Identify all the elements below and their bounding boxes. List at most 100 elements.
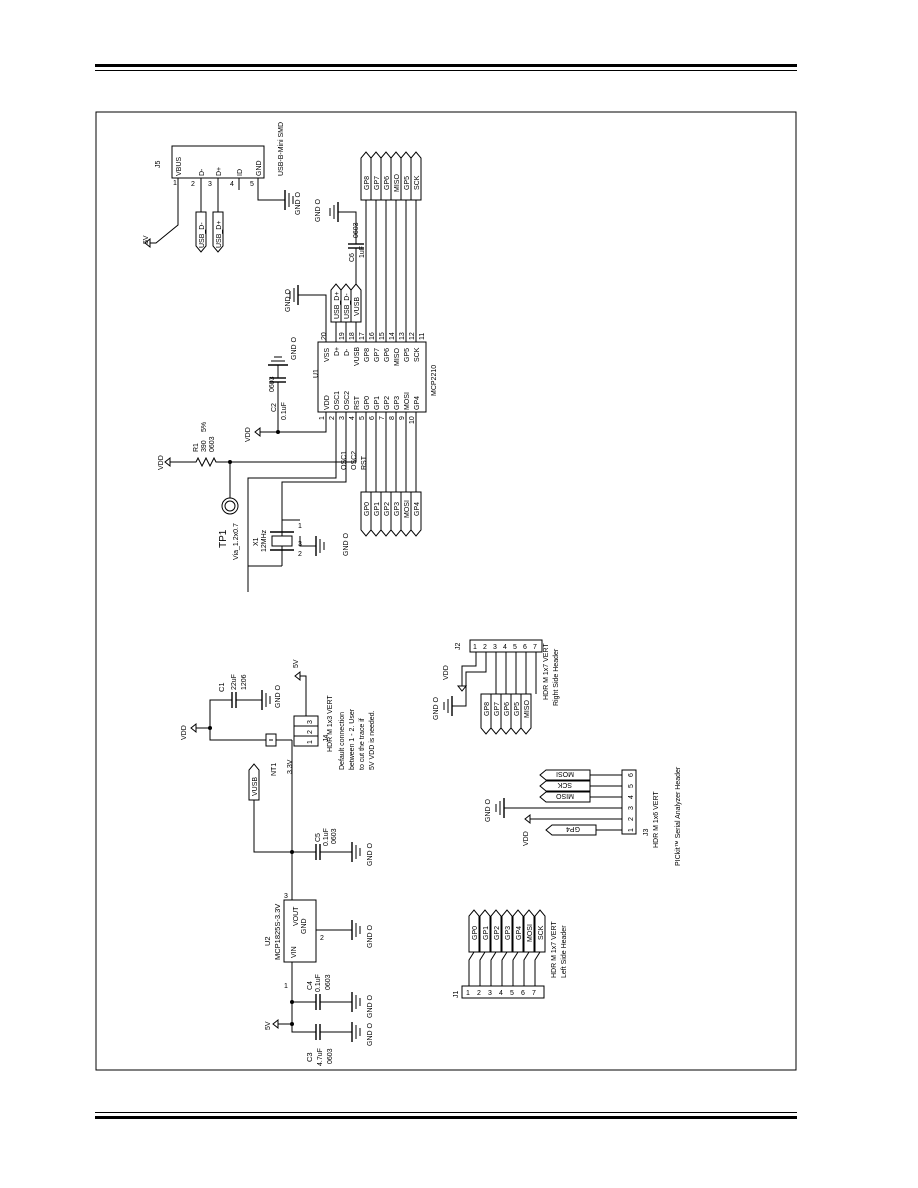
c2-capacitor: C2 0.1uF 0603 GND O	[268, 337, 298, 432]
nt1-ref: NT1	[271, 763, 278, 776]
c2-gnd: GND O	[291, 337, 298, 361]
u1-pin20-num: 20	[321, 332, 328, 340]
u1-pin-rst: RST	[354, 395, 361, 410]
c3-capacitor: C3 4.7uF 0603 GND O	[291, 1022, 374, 1066]
u1-pin-gp0: GP0	[364, 396, 371, 410]
u1-pin7-num: 7	[379, 416, 386, 420]
j5-pin4-num: 4	[230, 181, 234, 188]
j3-net-sck: SCK	[557, 781, 572, 788]
j4-ref: J4	[323, 735, 330, 743]
u1-pin-dm: D-	[344, 348, 351, 356]
u1-pin8-num: 8	[389, 416, 396, 420]
j2-right-header: J2 1 2 3 4 5 6 7 VDD GND O GP8 GP7 GP6 G…	[433, 639, 560, 735]
c3-value: 4.7uF	[317, 1048, 324, 1066]
j1-type: HDR M 1x7 VERT	[551, 921, 558, 978]
bus-r-gp6: GP6	[384, 176, 391, 190]
bus-l-mosi: MOSI	[404, 500, 411, 518]
bottom-rule-thin	[95, 1112, 797, 1113]
j1-net-gp3: GP3	[505, 926, 512, 940]
j2-net-gp5: GP5	[514, 702, 521, 716]
j2-pin2: 2	[483, 644, 487, 651]
u1-pin-gp8: GP8	[364, 348, 371, 362]
u1-pin15-num: 15	[379, 332, 386, 340]
u1-pin19-num: 19	[339, 332, 346, 340]
j4-note-2: between 1 - 2. User	[349, 708, 356, 770]
j2-net-gp8: GP8	[484, 702, 491, 716]
j5-pin2-num: 2	[191, 181, 195, 188]
bus-r-miso: MISO	[394, 174, 401, 192]
u2-part: MCP1825S-3.3V	[273, 904, 282, 960]
u1-flag-usb-dp: USB_D+	[334, 292, 341, 319]
u1-pin-gp5: GP5	[404, 348, 411, 362]
bus-r-gp8: GP8	[364, 176, 371, 190]
nt1-net-tie: NT1 3.3V	[196, 727, 294, 776]
j3-pin6: 6	[628, 773, 635, 777]
j5-pin3-name: D+	[216, 167, 223, 176]
j2-vdd: VDD	[443, 665, 450, 680]
j1-net-gp1: GP1	[483, 926, 490, 940]
x1-pin2: 2	[298, 551, 302, 558]
j2-net-gp6: GP6	[504, 702, 511, 716]
bus-left-nets: GP0 GP1 GP2 GP3 MOSI GP4	[360, 426, 422, 537]
j1-net-gp2: GP2	[494, 926, 501, 940]
j5-pin5-num: 5	[250, 181, 254, 188]
u1-pin6-num: 6	[369, 416, 376, 420]
u2-pin-vin: VIN	[291, 946, 298, 958]
j2-net-gp7: GP7	[494, 702, 501, 716]
j3-ref: J3	[643, 829, 650, 837]
top-rule-thick	[95, 64, 797, 67]
tp1-ref: TP1	[218, 529, 229, 548]
u1-pin1-num: 1	[319, 416, 326, 420]
j3-pickit-header: 1 2 3 4 5 6 GP4 VDD GND O MISO SCK MOSI …	[485, 766, 682, 866]
c3-pkg: 0603	[327, 1048, 334, 1064]
c2-value: 0.1uF	[281, 402, 288, 420]
bottom-rule-thick	[95, 1116, 797, 1119]
c5-gnd: GND O	[367, 843, 374, 867]
u1-part: MCP2210	[431, 365, 438, 396]
net-osc1-label: OSC1	[341, 451, 348, 470]
tp1-test-point: TP1 Via_1.2x0.7	[218, 497, 240, 560]
j1-net-mosi: MOSI	[527, 924, 534, 942]
bus-l-gp0: GP0	[364, 502, 371, 516]
j4-type: HDR M 1x3 VERT	[327, 695, 334, 752]
u1-pin14-num: 14	[389, 332, 396, 340]
j3-pin2: 2	[628, 817, 635, 821]
j2-gnd: GND O	[433, 697, 440, 721]
j5-flag-usb-dm: USB_D-	[199, 222, 206, 248]
bus-l-gp3: GP3	[394, 502, 401, 516]
j3-desc: PICkit™ Serial Analyzer Header	[675, 766, 682, 866]
j1-net-gp0: GP0	[472, 926, 479, 940]
j2-desc: Right Side Header	[553, 648, 560, 706]
j2-ref: J2	[455, 643, 462, 651]
bus-r-sck: SCK	[414, 175, 421, 190]
u1-pin12-num: 12	[409, 332, 416, 340]
u1-pin11-num: 11	[419, 333, 426, 340]
j4-note-3: to cut the trace if	[359, 718, 366, 770]
r1-resistor: VDD R1 390 5% 0603	[158, 422, 232, 498]
u1-pin-gp6: GP6	[384, 348, 391, 362]
u1-pin-sck: SCK	[414, 347, 421, 362]
x1-crystal: X1 12MHz 1 2 3 GND O	[247, 519, 350, 592]
j2-pin7: 7	[533, 644, 537, 651]
u1-vdd-label: VDD	[245, 427, 252, 442]
j3-type: HDR M 1x6 VERT	[653, 791, 660, 848]
c3-gnd: GND O	[367, 1023, 374, 1047]
j2-pin3: 3	[493, 644, 497, 651]
u2-pin-vout: VOUT	[293, 906, 300, 926]
c4-value: 0.1uF	[315, 974, 322, 992]
j4-5v: 5V	[293, 659, 300, 668]
j1-left-header: J1 1 2 3 4 5 6 7 GP0 GP1 GP2 GP3 GP4 MOS…	[453, 909, 568, 999]
u2-pin-gnd: GND	[301, 918, 308, 934]
u1-pin-osc2: OSC2	[344, 391, 351, 410]
r1-ref: R1	[193, 443, 200, 452]
u1-ref: U1	[313, 369, 320, 378]
u1-pin5-num: 5	[359, 416, 366, 420]
net-osc2-label: OSC2	[351, 451, 358, 470]
u1-pin10-num: 10	[409, 416, 416, 424]
vdd-c1-section: VDD C1 22uF 1206 GND O	[181, 674, 282, 740]
u1-pin-osc1: OSC1	[334, 391, 341, 410]
j1-net-gp4: GP4	[516, 926, 523, 940]
bus-l-gp1: GP1	[374, 502, 381, 516]
j1-pin4: 4	[499, 990, 503, 997]
